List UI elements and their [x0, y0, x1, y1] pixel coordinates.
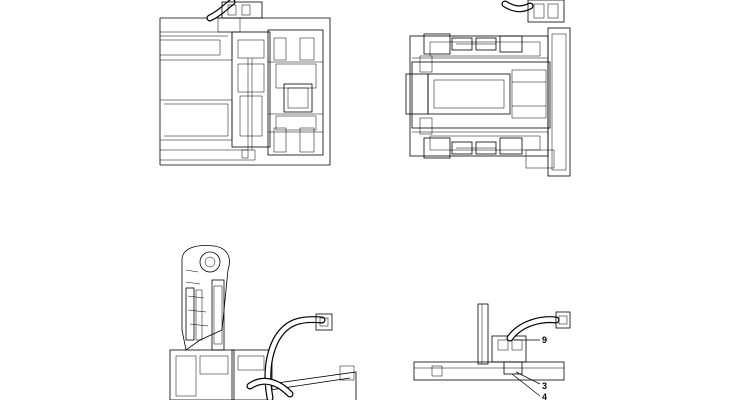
- view-bottom-left: [169, 245, 357, 400]
- callout-label-9: 9: [542, 335, 547, 345]
- view-top-right: [405, 0, 571, 177]
- callout-label-3: 3: [542, 381, 547, 391]
- callout-label-4: 4: [542, 392, 547, 400]
- view-bottom-right: 9 3 4: [413, 303, 571, 400]
- view-top-left: [159, 0, 331, 166]
